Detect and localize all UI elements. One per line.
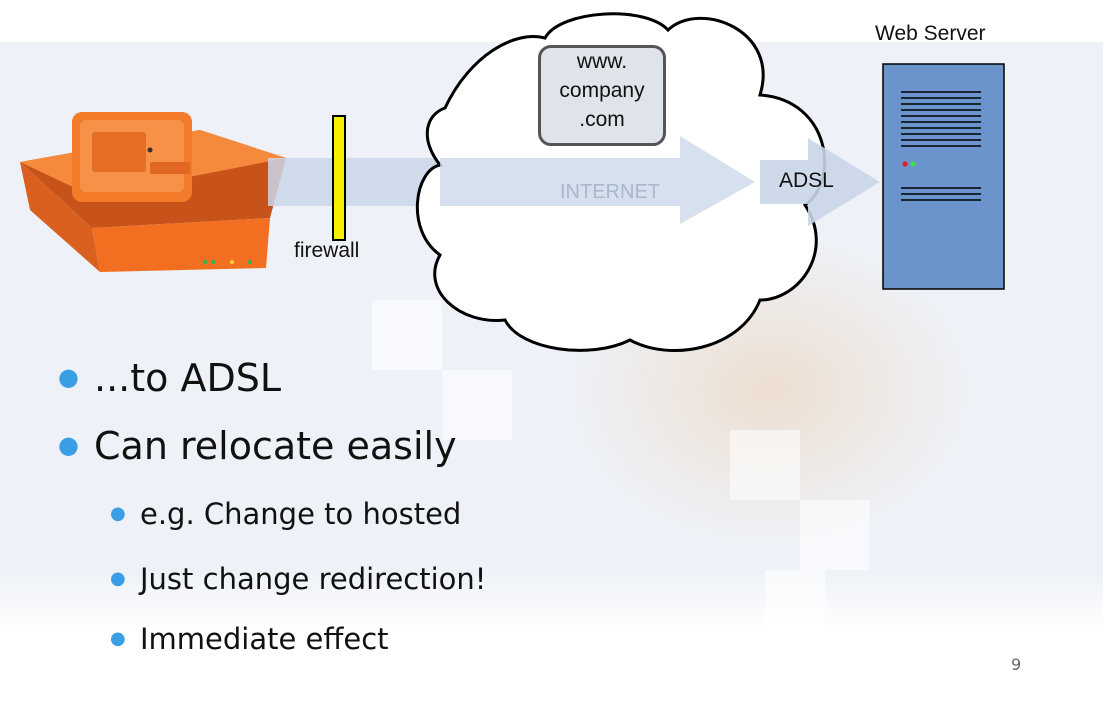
sub-bullet-item: ●Just change redirection! [110,562,487,596]
firewall-bar [332,115,346,241]
internet-label: INTERNET [560,181,660,203]
bullet-item: ●Can relocate easily [58,424,457,468]
web-server-icon [882,63,1005,290]
sub-bullet-item: ●e.g. Change to hosted [110,497,462,531]
background-fade [0,572,1103,632]
ip-buffer-device-image [20,112,286,272]
background-square [800,500,870,570]
page-number: 9 [1011,655,1022,674]
bullet-dot-icon: ● [58,362,79,391]
background-square [442,370,512,440]
adsl-label: ADSL [779,169,834,192]
internet-arrow-overlay [440,136,755,224]
background-square [372,300,442,370]
domain-line: www. [576,50,628,73]
sub-bullet-item: ●Immediate effect [110,622,389,656]
domain-box: www. company .com [538,45,666,146]
web-server-label: Web Server [875,22,986,45]
bullet-dot-icon: ● [110,567,126,589]
bullet-dot-icon: ● [110,502,126,524]
background-square [765,570,825,630]
adsl-arrow [760,138,880,226]
background-square [730,430,800,500]
domain-line: .com [579,108,625,131]
bullet-dot-icon: ● [110,627,126,649]
bullet-dot-icon: ● [58,430,79,459]
bullet-item: ●...to ADSL [58,356,282,400]
firewall-label: firewall [294,239,360,262]
domain-line: company [559,79,645,102]
